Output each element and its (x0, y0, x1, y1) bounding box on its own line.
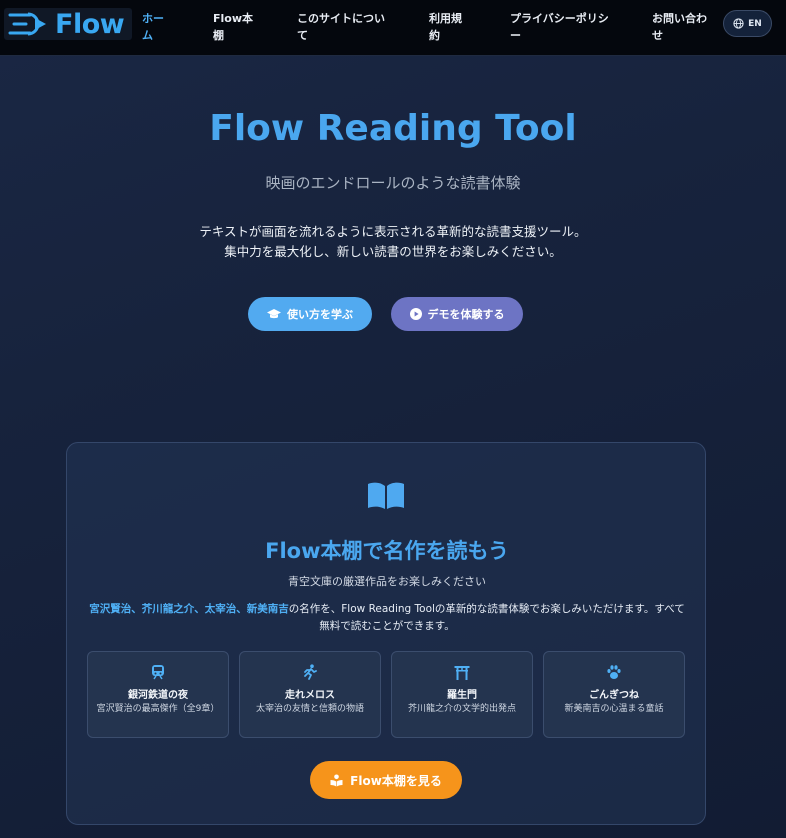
play-circle-icon (409, 308, 422, 320)
nav-contact-label-2: せ (652, 29, 663, 42)
work-description: 宮沢賢治の最高傑作（全9章） (96, 704, 220, 714)
flow-logo-icon (8, 12, 46, 36)
bookshelf-card: Flow本棚で名作を読もう 青空文庫の厳選作品をお楽しみください 宮沢賢治、芥川… (66, 442, 706, 825)
work-description: 芥川龍之介の文学的出発点 (407, 704, 516, 714)
work-title: ごんぎつね (589, 690, 639, 701)
nav-about-label: このサイトについ (297, 12, 385, 25)
nav-home-label: ホー (142, 12, 164, 25)
nav-home[interactable]: ホー ム (142, 10, 164, 44)
work-card-gongitsune[interactable]: ごんぎつね 新美南吉の心温まる童話 (543, 651, 685, 738)
nav-terms[interactable]: 利用規 約 (429, 10, 462, 44)
work-title: 銀河鉄道の夜 (128, 690, 188, 701)
work-description: 新美南吉の心温まる童話 (564, 704, 664, 714)
logo-text: Flow (55, 8, 125, 40)
nav-contact[interactable]: お問い合わ せ (652, 10, 707, 44)
work-card-rashomon[interactable]: 羅生門 芥川龍之介の文学的出発点 (391, 651, 533, 738)
work-title: 走れメロス (285, 690, 335, 701)
authors-highlight: 宮沢賢治、芥川龍之介、太宰治、新美南吉 (89, 603, 289, 615)
nav-privacy[interactable]: プライバシーポリシ ー (510, 10, 609, 44)
nav-terms-label: 利用規 (429, 12, 462, 25)
nav-bookshelf[interactable]: Flow本 棚 (213, 10, 253, 44)
hero-title: Flow Reading Tool (209, 108, 577, 149)
navbar: Flow ホー ム Flow本 棚 このサイトについ て 利用規 約 プライバシ… (0, 0, 786, 56)
try-demo-button[interactable]: デモを体験する (391, 297, 523, 331)
nav-home-label-2: ム (142, 29, 153, 42)
hero-description-line-2: 集中力を最大化し、新しい読書の世界をお楽しみください。 (224, 244, 562, 259)
open-book-icon (368, 482, 404, 509)
nav-bookshelf-label-2: 棚 (213, 29, 224, 42)
language-toggle-button[interactable]: EN (723, 10, 772, 37)
reader-icon (330, 774, 343, 786)
nav-bookshelf-label: Flow本 (213, 12, 254, 25)
try-demo-label: デモを体験する (427, 308, 505, 321)
work-description: 太宰治の友情と信頼の物語 (255, 704, 364, 714)
work-title: 羅生門 (447, 690, 477, 701)
learn-how-button[interactable]: 使い方を学ぶ (248, 297, 372, 331)
nav-terms-label-2: 約 (429, 29, 440, 42)
nav-about[interactable]: このサイトについ て (297, 10, 385, 44)
nav-about-label-2: て (297, 29, 308, 42)
bookshelf-title: Flow本棚で名作を読もう (265, 539, 509, 563)
work-card-melos[interactable]: 走れメロス 太宰治の友情と信頼の物語 (239, 651, 381, 738)
bookshelf-subtitle: 青空文庫の厳選作品をお楽しみください (288, 575, 486, 588)
hero-description: テキストが画面を流れるように表示される革新的な読書支援ツール。 集中力を最大化し… (0, 222, 786, 262)
work-card-ginga[interactable]: 銀河鉄道の夜 宮沢賢治の最高傑作（全9章） (87, 651, 229, 738)
globe-icon (733, 18, 744, 29)
view-bookshelf-button[interactable]: Flow本棚を見る (310, 761, 462, 799)
view-bookshelf-label: Flow本棚を見る (350, 773, 442, 788)
hero-description-line-1: テキストが画面を流れるように表示される革新的な読書支援ツール。 (199, 224, 587, 239)
bookshelf-description-text: の名作を、Flow Reading Toolの革新的な読書体験でお楽しみいただけ… (288, 603, 685, 632)
hero-subtitle: 映画のエンドロールのような読書体験 (265, 174, 521, 192)
nav-privacy-label: プライバシーポリシ (510, 12, 609, 25)
nav-contact-label: お問い合わ (652, 12, 707, 25)
graduation-cap-icon (267, 308, 281, 318)
train-icon (152, 665, 164, 680)
learn-how-label: 使い方を学ぶ (287, 308, 353, 321)
torii-icon (454, 666, 470, 680)
running-icon (304, 664, 317, 680)
language-label: EN (748, 18, 762, 29)
nav-privacy-label-2: ー (510, 29, 521, 42)
logo[interactable]: Flow (4, 8, 132, 40)
bookshelf-description: 宮沢賢治、芥川龍之介、太宰治、新美南吉の名作を、Flow Reading Too… (87, 601, 687, 635)
paw-icon (607, 665, 621, 679)
